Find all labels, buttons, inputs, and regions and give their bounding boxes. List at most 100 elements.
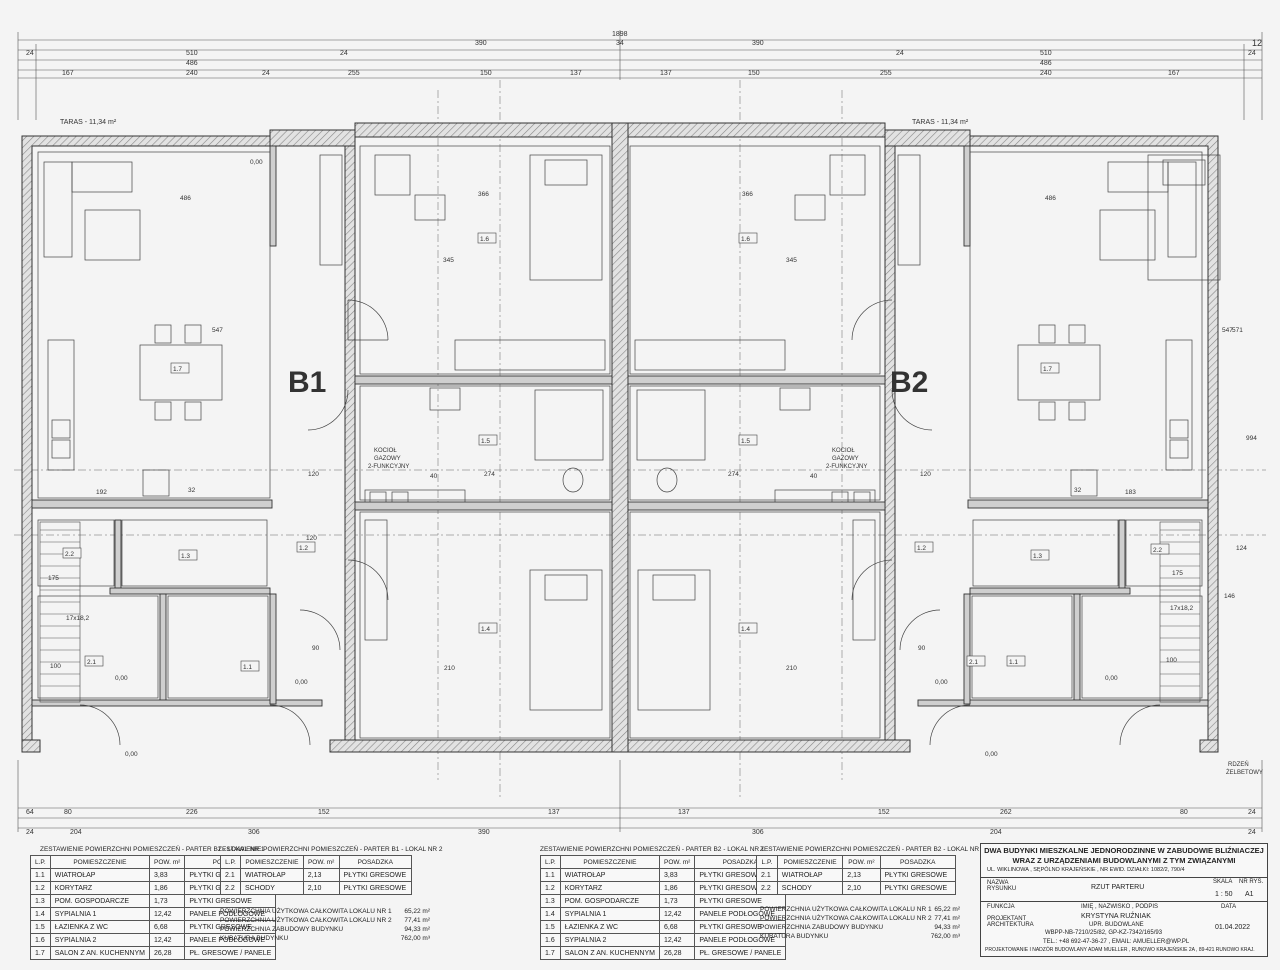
contact-info: TEL.: +48 692-47-36-27 , EMAIL: AMUELLER…: [1043, 939, 1190, 945]
dim-inner-15: 210: [786, 665, 797, 672]
dim-bottom-right-1: 152: [878, 809, 890, 816]
room-tag-b2-1-6: 1.6: [741, 236, 750, 243]
room-tag-b1-2-1: 2.1: [87, 659, 96, 666]
table-cell: 1,73: [658, 894, 696, 908]
table-cell: 1.2: [540, 881, 561, 895]
table-cell: SYPIALNIA 1: [559, 907, 660, 921]
table-cell: 2,13: [842, 868, 881, 882]
summary-label: POWIERZCHNIA UŻYTKOWA CAŁKOWITA LOKALU N…: [220, 917, 392, 924]
dim-top3-right-3: 240: [1040, 70, 1052, 77]
dim-inner-24: 17x18,2: [1170, 605, 1194, 612]
table-caption-b1-lokal1: ZESTAWIENIE POWIERZCHNI POMIESZCZEŃ - PA…: [40, 846, 265, 853]
taras-label-b1: TARAS - 11,34 m²: [60, 119, 117, 126]
table-cell: PŁYTKI GRESOWE: [338, 868, 413, 882]
svg-text:0,00: 0,00: [935, 679, 948, 686]
table-cell: 12,42: [148, 907, 186, 921]
room-tag-box: [477, 232, 497, 244]
room-outlines: [37, 145, 1203, 739]
drawing-name-label: NAZWA RYSUNKU: [987, 880, 1017, 892]
room-tag-box: [170, 362, 190, 374]
summary-value: 65,22 m²: [404, 908, 430, 915]
dim-top-right-2: 24: [1248, 50, 1256, 57]
table-cell: ŁAZIENKA Z WC: [559, 920, 660, 934]
table-cell: SCHODY: [776, 881, 844, 895]
table-cell: 2.1: [220, 868, 241, 882]
scale-label: SKALA: [1213, 879, 1233, 885]
svg-text:ŻELBETOWY: ŻELBETOWY: [1226, 769, 1263, 776]
svg-text:0,00: 0,00: [1105, 675, 1118, 682]
dim-bottom-left-2: 226: [186, 809, 198, 816]
dim-inner-23: 17x18,2: [66, 615, 90, 622]
dim-bottom-left-0: 64: [26, 809, 34, 816]
summary-row: POWIERZCHNIA UŻYTKOWA CAŁKOWITA LOKALU N…: [220, 908, 430, 917]
table-header-cell: POSADZKA: [338, 855, 413, 869]
room-tag-b1-2-2: 2.2: [65, 551, 74, 558]
dim-top3-right-4: 167: [1168, 70, 1180, 77]
dim-top3-left-4: 150: [480, 70, 492, 77]
table-cell: PŁYTKI GRESOWE: [184, 894, 277, 908]
svg-text:0,00: 0,00: [250, 159, 263, 166]
table-cell: 1.4: [540, 907, 561, 921]
room-tag-box: [84, 655, 104, 667]
room-tag-box: [1150, 543, 1170, 555]
room-tag-b1-1-7: 1.7: [173, 366, 182, 373]
dim-bottom-left-4: 137: [548, 809, 560, 816]
license-label: UPR. BUDOWLANE: [1089, 922, 1144, 928]
dim-top3-right-0: 137: [660, 70, 672, 77]
dim-top3-right-1: 150: [748, 70, 760, 77]
dim-inner-29: 32: [188, 487, 196, 494]
dim-top3-left-3: 255: [348, 70, 360, 77]
room-tag-box: [738, 232, 758, 244]
dim-inner-3: 486: [1045, 195, 1056, 202]
dim-bottom-right-0: 137: [678, 809, 690, 816]
table-cell: 6,68: [658, 920, 696, 934]
table-header-cell: POSADZKA: [879, 855, 956, 869]
table-cell: 2,10: [842, 881, 881, 895]
table-cell: POM. GOSPODARCZE: [559, 894, 660, 908]
dim-top-left-2: 24: [26, 50, 34, 57]
table-caption-b1-lokal2: ZESTAWIENIE POWIERZCHNI POMIESZCZEŃ - PA…: [218, 846, 443, 853]
dim-inner-1: 366: [742, 191, 753, 198]
room-tag-box: [62, 547, 82, 559]
drawing-date: 01.04.2022: [1215, 924, 1251, 931]
table-header-cell: L.P.: [756, 855, 778, 869]
exterior-walls: [21, 122, 1219, 753]
dim-inner-17: 90: [312, 645, 320, 652]
dim-inner-9: 183: [1125, 489, 1136, 496]
dim-top-left-1: 486: [186, 60, 198, 67]
name-label: IMIĘ , NAZWISKO , PODPIS: [1081, 904, 1159, 910]
dim-inner-27: 994: [1246, 435, 1257, 442]
summary-b1: POWIERZCHNIA UŻYTKOWA CAŁKOWITA LOKALU N…: [220, 908, 430, 944]
taras-label-b2: TARAS - 11,34 m²: [912, 119, 969, 126]
svg-text:GAZOWY: GAZOWY: [832, 456, 859, 462]
summary-b2: POWIERZCHNIA UŻYTKOWA CAŁKOWITA LOKALU N…: [760, 906, 960, 942]
table-cell: 26,28: [658, 946, 696, 960]
dim-inner-22: 100: [1166, 657, 1177, 664]
table-cell: 1.6: [540, 933, 561, 947]
dim-bottom-row2-6: 24: [1248, 829, 1256, 836]
table-cell: 1.4: [30, 907, 51, 921]
summary-value: 77,41 m²: [934, 915, 960, 922]
dim-bottom-row2-3: 390: [478, 829, 490, 836]
rdzen-label: RDZEŃ ŻELBETOWY: [1226, 761, 1263, 776]
dim-top-34: 34: [616, 40, 624, 47]
dim-inner-14: 210: [444, 665, 455, 672]
project-address: UL. WIKLINOWA , SĘPÓLNO KRAJEŃSKIE , NR …: [987, 867, 1185, 873]
svg-text:RDZEŃ: RDZEŃ: [1228, 761, 1249, 768]
table-header-cell: POMIESZCZENIE: [559, 855, 660, 869]
dim-inner-7: 120: [920, 471, 931, 478]
title-block: DWA BUDYNKI MIESZKALNE JEDNORODZINNE W Z…: [980, 843, 1268, 957]
table-cell: 1,86: [658, 881, 696, 895]
table-cell: 2.2: [220, 881, 241, 895]
dim-bottom-row2-0: 24: [26, 829, 34, 836]
summary-row: POWIERZCHNIA UŻYTKOWA CAŁKOWITA LOKALU N…: [220, 917, 430, 926]
dim-inner-10: 547: [212, 327, 223, 334]
table-cell: 1.3: [30, 894, 51, 908]
